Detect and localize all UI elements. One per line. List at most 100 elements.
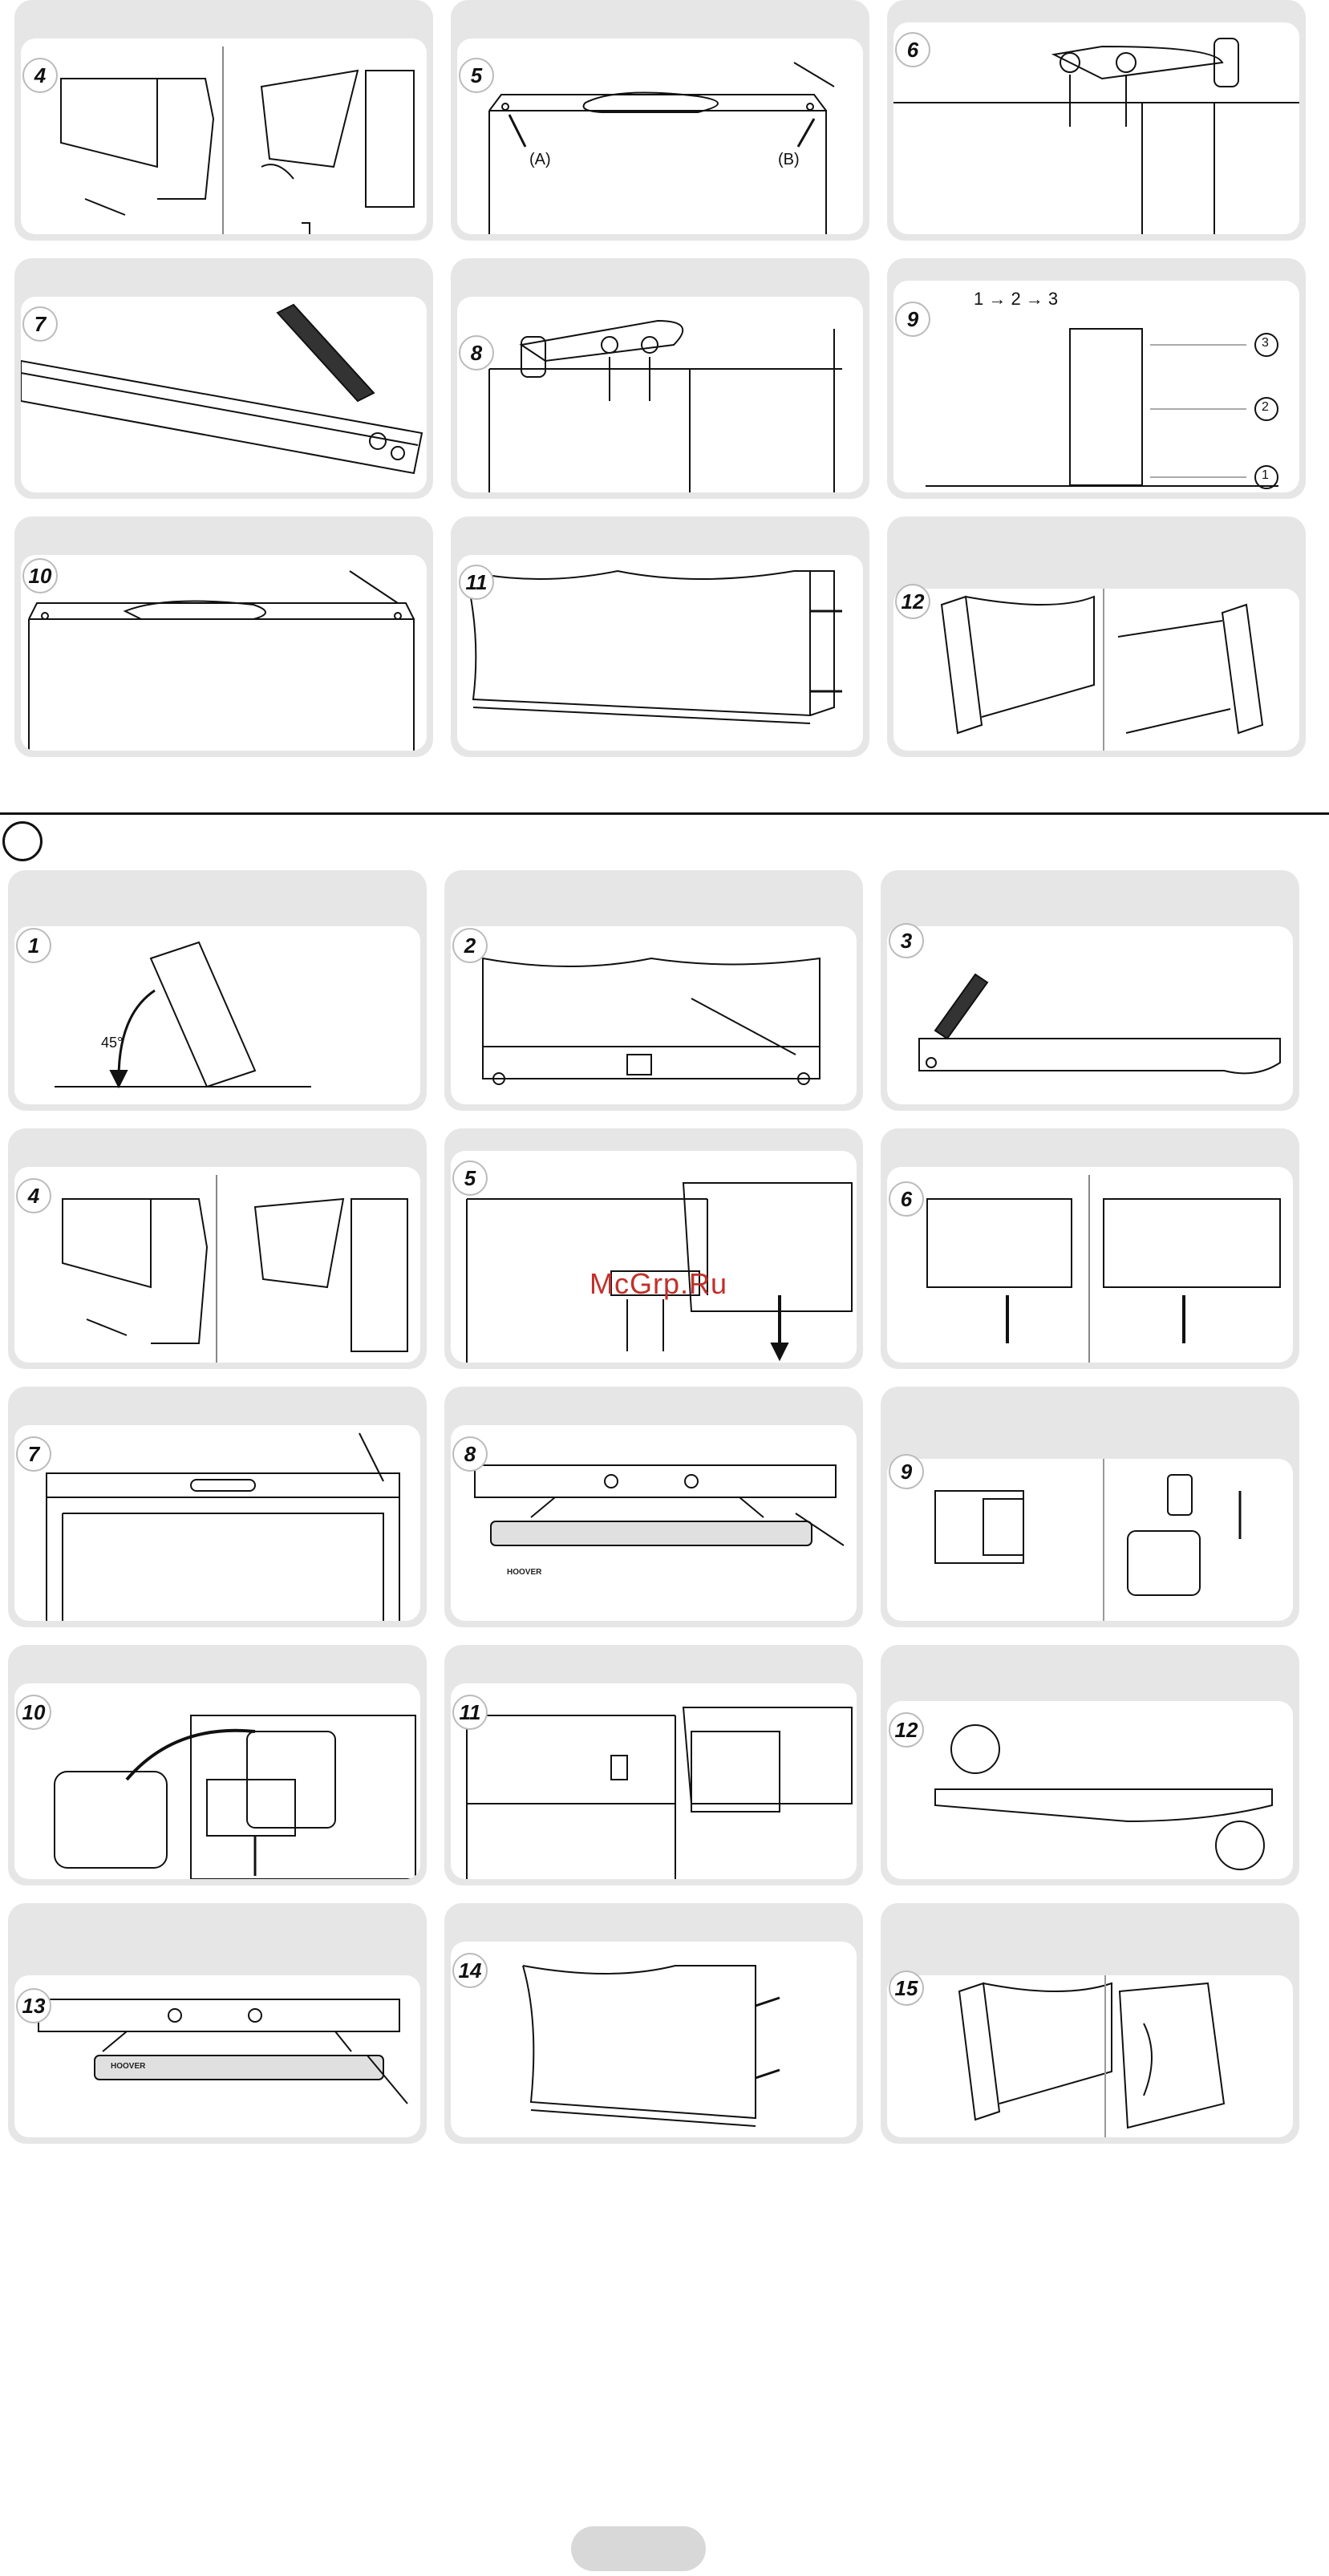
- step-number: 12: [895, 584, 930, 619]
- step-panel-6-bottom: 6: [881, 1128, 1299, 1369]
- step-illustration: [893, 22, 1299, 234]
- section-marker-circle: [2, 821, 43, 861]
- step-number: 8: [459, 335, 494, 371]
- step-illustration: [451, 1151, 857, 1363]
- step-panel-9-bottom: 9: [881, 1387, 1299, 1627]
- step-illustration: [887, 1701, 1293, 1879]
- hinge-cover-refit-illustration: [21, 555, 427, 751]
- door-removal-illustration: [14, 1167, 420, 1363]
- step-illustration: [893, 589, 1299, 751]
- hinge-reinstall-illustration: [457, 297, 863, 492]
- step-panel-8-top: 8: [451, 258, 869, 499]
- step-number: 10: [16, 1695, 51, 1730]
- step-illustration: [887, 1975, 1293, 2137]
- step-number: 13: [16, 1988, 51, 2023]
- door-adjust-illustration: [893, 281, 1299, 492]
- step-number: 7: [16, 1436, 51, 1472]
- top-cover-illustration: [14, 1425, 420, 1621]
- handle-refit-illustration: [887, 1975, 1293, 2137]
- cutter-illustration: [21, 297, 427, 492]
- step-number: 5: [459, 58, 494, 93]
- door-pins-illustration: [887, 1701, 1293, 1879]
- step-number: 6: [889, 1181, 924, 1217]
- step-panel-8-bottom: 8 HOOVER: [444, 1387, 863, 1627]
- hinge-transfer-illustration: [14, 1683, 420, 1879]
- step-number: 3: [889, 923, 924, 958]
- step-panel-5-top: 5 (A) (B): [451, 0, 869, 241]
- step-illustration: [887, 926, 1293, 1104]
- step-panel-3-bottom: 3: [881, 870, 1299, 1111]
- step-illustration: [887, 1459, 1293, 1621]
- step-number: 10: [22, 558, 58, 593]
- handle-screws-illustration: [457, 555, 863, 751]
- step-number: 7: [22, 306, 58, 342]
- angle-label: 45°: [101, 1035, 123, 1051]
- callout-2: 2: [1262, 400, 1269, 415]
- tilt-appliance-illustration: [14, 926, 420, 1104]
- step-panel-4-bottom: 4: [8, 1128, 427, 1369]
- step-illustration: [451, 926, 857, 1104]
- section-divider: [0, 812, 1329, 815]
- door-removal-illustration: [21, 38, 427, 234]
- step-panel-6-top: 6: [887, 0, 1306, 241]
- control-panel-refit-illustration: [14, 1975, 420, 2137]
- step-number: 12: [889, 1712, 924, 1748]
- watermark: McGrp.Ru: [590, 1267, 727, 1301]
- step-number: 15: [889, 1970, 924, 2006]
- step-illustration: [14, 1425, 420, 1621]
- step-panel-7-bottom: 7: [8, 1387, 427, 1627]
- lower-hinge-illustration: [451, 1151, 857, 1363]
- step-number: 14: [452, 1953, 488, 1988]
- hinge-mount-illustration: [451, 1683, 857, 1879]
- step-panel-11-bottom: 11: [444, 1645, 863, 1885]
- step-illustration: 1 → 2 → 3 3 2 1: [893, 281, 1299, 492]
- step-number: 4: [16, 1178, 51, 1213]
- step-panel-1-bottom: 1 45°: [8, 870, 427, 1111]
- page-number-pill: [571, 2526, 706, 2571]
- step-number: 5: [452, 1160, 488, 1196]
- hinge-plate-illustration: [887, 1459, 1293, 1621]
- step-panel-2-bottom: 2: [444, 870, 863, 1111]
- step-panel-4-top: 4: [14, 0, 433, 241]
- step-illustration: [457, 555, 863, 751]
- step-number: 11: [459, 565, 494, 600]
- remove-base-screws-illustration: [451, 926, 857, 1104]
- step-number: 9: [895, 302, 930, 337]
- step-illustration: [457, 297, 863, 492]
- step-panel-7-top: 7: [14, 258, 433, 499]
- step-panel-12-top: 12: [887, 516, 1306, 757]
- step-panel-15-bottom: 15: [881, 1903, 1299, 2144]
- step-panel-10-bottom: 10: [8, 1645, 427, 1885]
- step-panel-12-bottom: 12: [881, 1645, 1299, 1885]
- step-number: 4: [22, 58, 58, 93]
- step-panel-9-top: 9 1 → 2 → 3 3 2 1: [887, 258, 1306, 499]
- step-illustration: HOOVER: [451, 1425, 857, 1621]
- brand-label: HOOVER: [111, 2062, 145, 2071]
- callout-3: 3: [1262, 336, 1269, 350]
- step-illustration: [21, 555, 427, 751]
- label-b: (B): [778, 151, 800, 169]
- step-illustration: (A) (B): [457, 38, 863, 234]
- callout-1: 1: [1262, 468, 1269, 483]
- sequence-label: 1 → 2 → 3: [974, 289, 1058, 310]
- step-number: 9: [889, 1454, 924, 1489]
- step-illustration: [451, 1683, 857, 1879]
- base-cut-illustration: [887, 926, 1293, 1104]
- step-number: 11: [452, 1695, 488, 1730]
- step-illustration: [21, 38, 427, 234]
- step-illustration: [451, 1942, 857, 2137]
- label-a: (A): [529, 151, 551, 169]
- step-illustration: HOOVER: [14, 1975, 420, 2137]
- step-illustration: [887, 1167, 1293, 1363]
- handle-mount-illustration: [451, 1942, 857, 2137]
- hinge-cover-illustration: [457, 38, 863, 234]
- step-panel-5-bottom: 5: [444, 1128, 863, 1369]
- hinge-screws-illustration: [893, 22, 1299, 234]
- step-illustration: [21, 297, 427, 492]
- step-panel-11-top: 11: [451, 516, 869, 757]
- step-number: 2: [452, 928, 488, 963]
- handle-move-illustration: [893, 589, 1299, 751]
- step-number: 6: [895, 32, 930, 67]
- step-illustration: [14, 1167, 420, 1363]
- step-illustration: 45°: [14, 926, 420, 1104]
